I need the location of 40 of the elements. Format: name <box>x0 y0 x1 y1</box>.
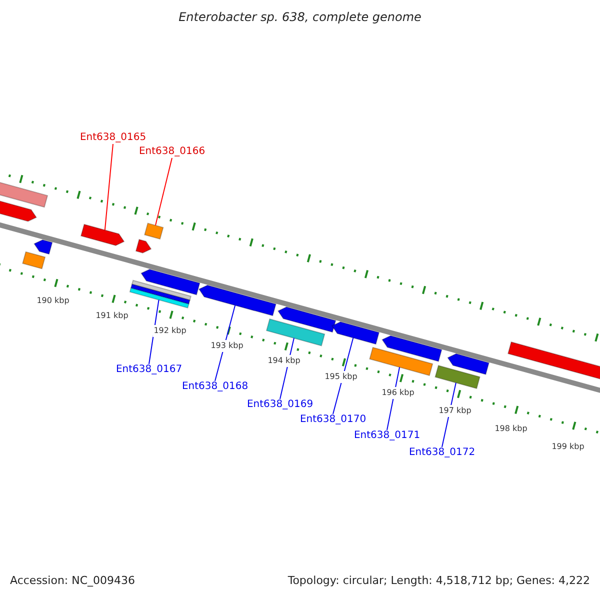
gene-label: Ent638_0172 <box>408 447 476 459</box>
leader-line <box>155 158 172 226</box>
scale-label: 192 kbp <box>152 325 188 337</box>
gene-label: Ent638_0165 <box>80 132 146 144</box>
gene-block <box>0 182 48 208</box>
scale-label: 196 kbp <box>380 387 416 399</box>
gene-block <box>140 268 200 296</box>
gene-block <box>80 224 125 246</box>
scale-label: 193 kbp <box>210 340 244 352</box>
gene-label: Ent638_0170 <box>300 414 366 426</box>
accession-text: Accession: NC_009436 <box>10 575 136 587</box>
gene-block <box>382 335 442 362</box>
gene-block <box>266 318 326 346</box>
scale-label: 194 kbp <box>266 355 302 367</box>
gene-label: Ent638_0171 <box>354 430 420 442</box>
gene-block <box>34 239 53 255</box>
title: Enterobacter sp. 638, complete genome <box>178 11 422 23</box>
gene-label: Ent638_0168 <box>182 381 248 393</box>
gene-block <box>0 199 38 222</box>
gene-block <box>369 346 434 376</box>
gene-block <box>22 251 46 270</box>
gene-label: Ent638_0166 <box>138 146 206 158</box>
gene-block <box>144 222 164 240</box>
scale-label: 195 kbp <box>324 371 358 383</box>
gene-block <box>277 306 336 333</box>
gene-block <box>331 321 380 345</box>
gene-block <box>434 364 480 390</box>
gene-block <box>135 238 152 254</box>
scale-label: 199 kbp <box>550 441 586 453</box>
genome-info-text: Topology: circular; Length: 4,518,712 bp; Genes: 4,222 <box>288 575 590 587</box>
gene-block <box>447 353 490 375</box>
gene-block <box>129 287 190 308</box>
scale-label: 197 kbp <box>438 405 472 417</box>
leader-line <box>104 144 114 231</box>
gene-block <box>198 284 276 316</box>
gene-label: Ent638_0167 <box>116 364 182 376</box>
scale-label: 198 kbp <box>494 423 528 435</box>
scale-label: 190 kbp <box>36 295 70 307</box>
scale-label: 191 kbp <box>94 310 130 322</box>
gene-label: Ent638_0169 <box>246 399 314 411</box>
